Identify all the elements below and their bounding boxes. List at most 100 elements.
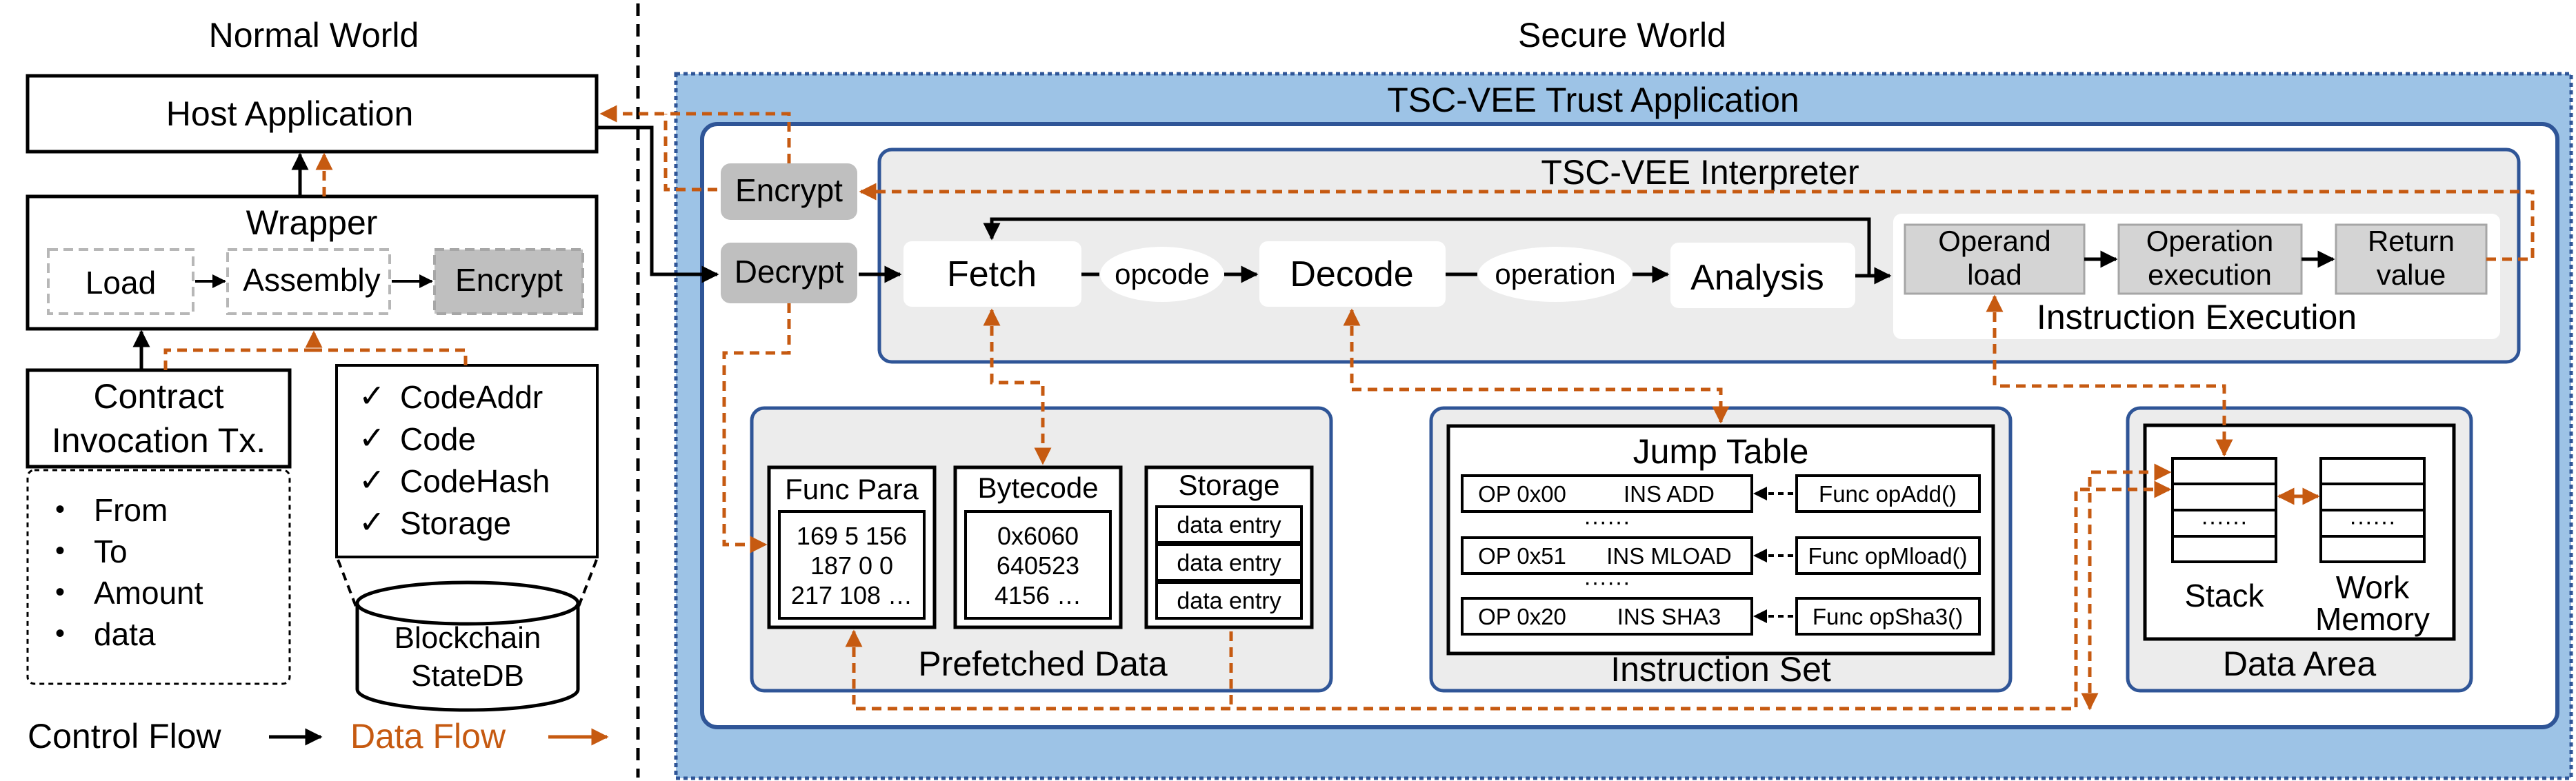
operation-ellipse	[1478, 247, 1633, 302]
storage-title: Storage	[1178, 469, 1279, 501]
checklist-to-wrapper-data-flow	[305, 330, 468, 365]
jump-table-row: OP 0x20 INS SHA3 Func opSha3()	[1461, 597, 1981, 636]
bytecode-line: 4156 …	[995, 581, 1081, 609]
wrapper-title: Wrapper	[246, 203, 378, 242]
ta-encrypt-label: Encrypt	[735, 172, 843, 208]
storage-to-stack-branch	[2081, 463, 2172, 711]
wrapper-load-box	[47, 248, 194, 315]
jump-table-op: OP 0x20	[1478, 604, 1566, 629]
bytecode-line: 0x6060	[997, 522, 1079, 550]
operation-execution-line2: execution	[2148, 258, 2272, 291]
statedb-link-left	[337, 559, 360, 614]
jump-table-ins: INS MLOAD	[1606, 543, 1732, 569]
jump-table-op: OP 0x51	[1478, 543, 1566, 569]
work-memory-line2: Memory	[2315, 601, 2430, 637]
func-para-line: 217 108 …	[791, 581, 912, 609]
storage-entry: data entry	[1177, 550, 1281, 576]
checklist-code: Code	[400, 421, 476, 457]
return-to-encrypt-data-flow	[859, 183, 2535, 261]
decode-label: Decode	[1290, 254, 1413, 294]
tx-field-bullet: •	[55, 494, 65, 525]
instruction-set-title: Instruction Set	[1610, 650, 1831, 689]
operation-label: operation	[1495, 258, 1615, 290]
jump-table-ellipsis: ······	[1584, 569, 1630, 596]
jump-table-func: Func opSha3()	[1813, 604, 1963, 629]
jump-table-func: Func opMload()	[1808, 543, 1967, 569]
stack-ellipsis: ······	[2201, 509, 2248, 535]
contract-invocation-box	[26, 368, 292, 469]
legend-control-flow: Control Flow	[28, 717, 222, 755]
checklist: ✓ CodeAddr ✓ Code ✓ CodeHash ✓ Storage	[359, 378, 550, 541]
jump-table-func: Func opAdd()	[1819, 481, 1957, 507]
contract-invocation-line1: Contract	[94, 377, 224, 416]
wrapper-encrypt-label: Encrypt	[455, 262, 563, 298]
checklist-codehash: CodeHash	[400, 463, 550, 499]
opcode-label: opcode	[1115, 258, 1210, 290]
jump-table-row: OP 0x00 INS ADD Func opAdd()	[1461, 474, 1981, 513]
analysis-box	[1670, 243, 1855, 308]
jump-table-row: OP 0x51 INS MLOAD Func opMload()	[1461, 536, 1981, 575]
wrapper-encrypt-box	[433, 248, 584, 315]
jump-table-ins: INS SHA3	[1617, 604, 1721, 629]
storage-entry: data entry	[1177, 588, 1281, 614]
host-to-decrypt-control-flow	[597, 125, 719, 283]
host-application-box	[26, 74, 599, 154]
checklist-storage: Storage	[400, 505, 511, 541]
data-flow-lines	[599, 105, 2535, 711]
fetch-to-bytecode-data-flow	[983, 308, 1052, 465]
wrapper-assembly-label: Assembly	[243, 262, 380, 298]
ta-decrypt-box	[721, 243, 857, 303]
analysis-label: Analysis	[1690, 258, 1824, 298]
operand-load-box	[1904, 223, 2086, 295]
statedb-line1: Blockchain	[395, 621, 541, 655]
operation-execution-box	[2117, 223, 2303, 295]
tx-field-bullet: •	[55, 536, 65, 566]
storage-entry: data entry	[1177, 512, 1281, 538]
normal-world-title: Normal World	[209, 16, 419, 54]
statedb-line2: StateDB	[411, 659, 524, 693]
jump-table-ins: INS ADD	[1624, 481, 1715, 507]
jump-table-ellipsis: ······	[1584, 509, 1630, 535]
prefetched-data-title: Prefetched Data	[918, 645, 1168, 683]
statedb-cylinder-icon	[355, 580, 580, 712]
encrypt-side-data-flow	[663, 114, 717, 192]
operand-load-line1: Operand	[1938, 225, 2050, 257]
ta-encrypt-box	[721, 163, 857, 220]
checklist-codeaddr: CodeAddr	[400, 379, 543, 415]
ta-decrypt-label: Decrypt	[735, 254, 844, 290]
feedback-loop-arrow	[983, 217, 1871, 276]
instruction-execution-title: Instruction Execution	[2037, 298, 2357, 336]
stack-icon	[2171, 457, 2277, 563]
jump-table-op: OP 0x00	[1478, 481, 1566, 507]
jump-table-title: Jump Table	[1633, 432, 1809, 471]
tx-field-to: To	[94, 534, 128, 569]
tx-field-data: data	[94, 616, 156, 652]
prefetched-to-stack-data-flow	[845, 480, 2172, 711]
return-value-box	[2335, 223, 2488, 295]
fetch-label: Fetch	[947, 254, 1037, 294]
operation-execution-line1: Operation	[2146, 225, 2273, 257]
bytecode-line: 640523	[997, 551, 1079, 580]
checklist-box	[335, 364, 599, 558]
tx-field-from: From	[94, 492, 168, 528]
check-mark: ✓	[359, 462, 386, 498]
trust-application-title: TSC-VEE Trust Application	[1387, 81, 1799, 119]
fetch-box	[903, 241, 1081, 307]
check-mark: ✓	[359, 420, 386, 456]
decrypt-to-prefetched-data-flow	[722, 303, 791, 554]
host-application-label: Host Application	[166, 94, 414, 133]
tx-field-amount: Amount	[94, 575, 203, 611]
func-para-line: 187 0 0	[810, 551, 893, 580]
return-value-line1: Return	[2368, 225, 2455, 257]
check-mark: ✓	[359, 504, 386, 540]
work-memory-line1: Work	[2336, 569, 2410, 605]
return-value-line2: value	[2377, 258, 2446, 291]
bytecode-title: Bytecode	[977, 471, 1098, 504]
work-memory-icon	[2319, 457, 2426, 563]
work-memory-ellipsis: ······	[2349, 509, 2396, 535]
tx-field-bullet: •	[55, 577, 65, 607]
func-para-title: Func Para	[785, 473, 919, 505]
tx-to-wrapper-data-flow	[163, 348, 314, 370]
tx-field-bullet: •	[55, 618, 65, 649]
